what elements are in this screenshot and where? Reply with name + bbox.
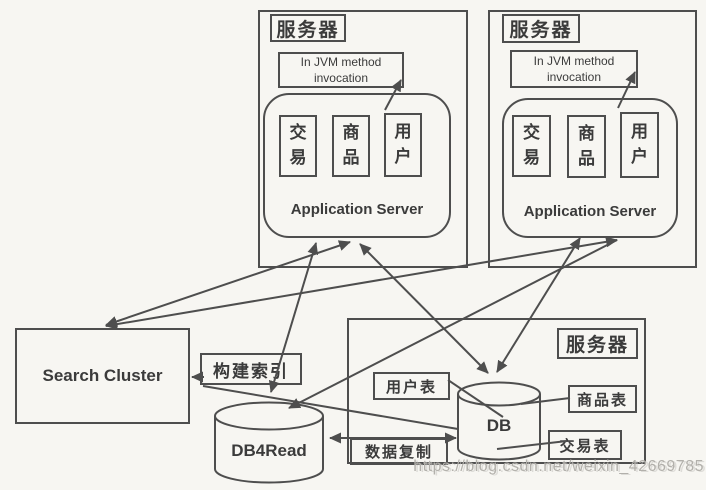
product-table-box: 商品表 [568, 385, 637, 413]
user-table-box: 用户表 [373, 372, 450, 400]
server1-app-server-label: Application Server [290, 201, 424, 218]
server1-module-product: 商品 [332, 115, 370, 177]
db4read-cylinder-top [214, 401, 324, 431]
server1-module-user: 用户 [384, 113, 422, 177]
server1-jvm-note: In JVM method invocation [278, 52, 404, 88]
server2-module-trade: 交易 [512, 115, 551, 177]
server2-module-product: 商品 [567, 115, 606, 178]
build-index-label-box: 构建索引 [200, 353, 302, 385]
watermark-text: https://blog.csdn.net/weixin_42669785 [413, 458, 704, 475]
server2-app-server-label: Application Server [523, 203, 657, 220]
search-cluster-box: Search Cluster [15, 328, 190, 424]
server2-module-trade-label: 交易 [522, 123, 540, 167]
server2-module-user: 用户 [620, 112, 659, 178]
trade-table-box: 交易表 [548, 430, 622, 460]
server1-module-trade-label: 交易 [289, 123, 307, 167]
server2-title: 服务器 [502, 14, 580, 43]
server1-title: 服务器 [270, 14, 346, 42]
server1-module-trade: 交易 [279, 115, 317, 177]
server2-jvm-note: In JVM method invocation [510, 50, 638, 88]
server2-module-user-label: 用户 [630, 122, 648, 166]
server1-module-product-label: 商品 [342, 123, 360, 167]
server1-module-user-label: 用户 [394, 122, 412, 166]
server3-title: 服务器 [557, 328, 638, 359]
server2-module-product-label: 商品 [577, 123, 595, 168]
